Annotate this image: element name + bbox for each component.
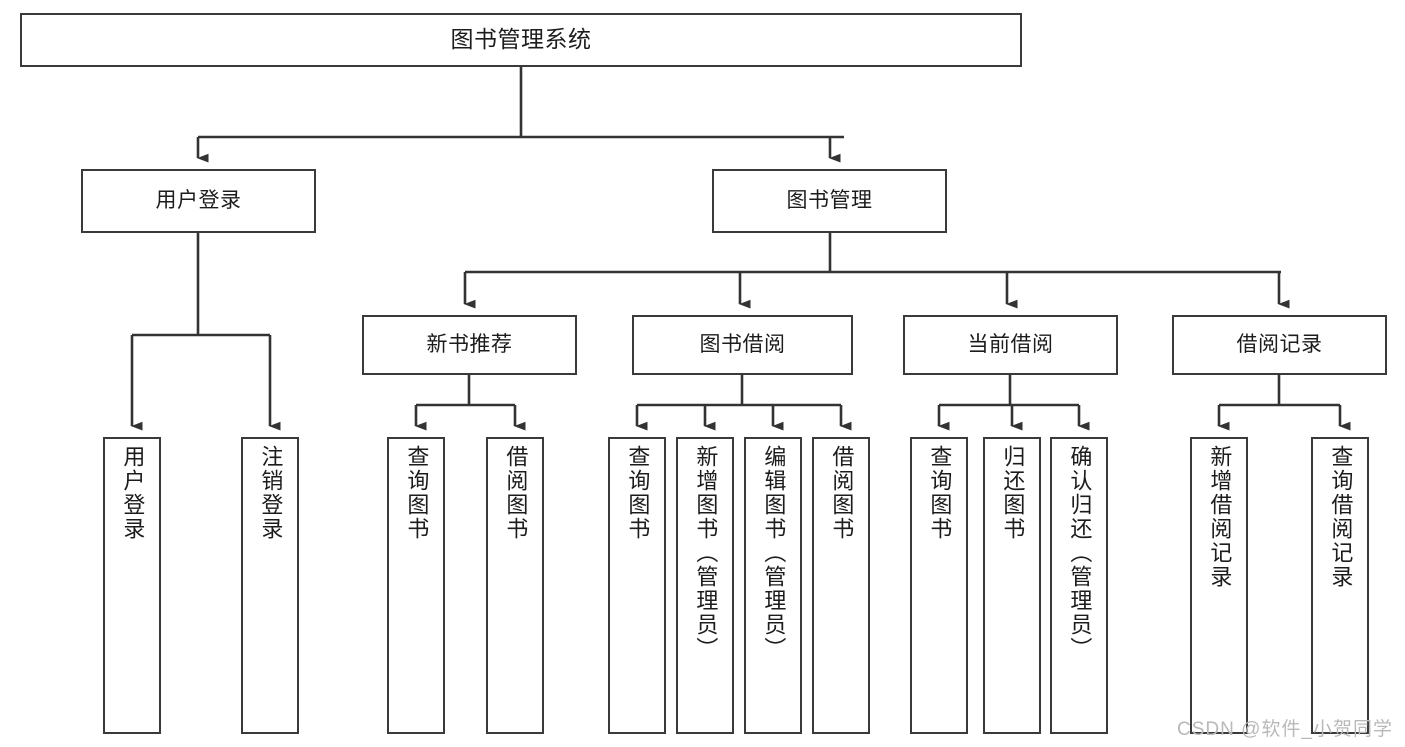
node-leaf-borrow-borrow-book[interactable]: 借阅图书	[812, 437, 870, 734]
node-root[interactable]: 图书管理系统	[20, 13, 1022, 67]
node-label: 查询借阅记录	[1328, 445, 1354, 589]
node-label: 查询图书	[927, 445, 953, 541]
node-leaf-rec-borrow-book[interactable]: 借阅图书	[486, 437, 544, 734]
node-label: 查询图书	[404, 445, 430, 541]
node-label: 注销登录	[258, 445, 284, 541]
node-label: 图书管理	[786, 188, 873, 212]
node-label: 图书管理系统	[450, 26, 592, 53]
node-label: 归还图书	[1000, 445, 1026, 541]
node-leaf-borrow-edit-book[interactable]: 编辑图书（管理员）	[744, 437, 802, 734]
node-label: 编辑图书（管理员）	[761, 445, 787, 661]
node-leaf-rec-query-book[interactable]: 查询图书	[387, 437, 445, 734]
node-leaf-borrow-add-book[interactable]: 新增图书（管理员）	[676, 437, 734, 734]
node-label: 借阅图书	[829, 445, 855, 541]
node-leaf-record-add[interactable]: 新增借阅记录	[1190, 437, 1248, 734]
node-leaf-borrow-query-book[interactable]: 查询图书	[608, 437, 666, 734]
node-book-borrow[interactable]: 图书借阅	[632, 315, 853, 375]
node-label: 用户登录	[155, 188, 242, 212]
node-leaf-record-query[interactable]: 查询借阅记录	[1311, 437, 1369, 734]
node-label: 新增图书（管理员）	[693, 445, 719, 661]
node-label: 新增借阅记录	[1207, 445, 1233, 589]
node-label: 确认归还（管理员）	[1067, 445, 1093, 661]
node-label: 新书推荐	[426, 332, 513, 356]
node-user-login[interactable]: 用户登录	[81, 169, 316, 233]
node-label: 查询图书	[625, 445, 651, 541]
node-leaf-current-query-book[interactable]: 查询图书	[910, 437, 968, 734]
node-label: 借阅记录	[1236, 332, 1323, 356]
node-label: 借阅图书	[503, 445, 529, 541]
node-borrow-record[interactable]: 借阅记录	[1172, 315, 1387, 375]
node-new-book-rec[interactable]: 新书推荐	[362, 315, 577, 375]
csdn-watermark: CSDN @软件_小贺同学	[1177, 719, 1393, 740]
node-leaf-current-confirm-return[interactable]: 确认归还（管理员）	[1050, 437, 1108, 734]
node-current-borrow[interactable]: 当前借阅	[903, 315, 1118, 375]
node-label: 当前借阅	[967, 332, 1054, 356]
node-book-manage[interactable]: 图书管理	[712, 169, 947, 233]
node-label: 图书借阅	[699, 332, 786, 356]
node-leaf-current-return-book[interactable]: 归还图书	[983, 437, 1041, 734]
node-leaf-user-logout[interactable]: 注销登录	[241, 437, 299, 734]
node-leaf-user-login[interactable]: 用户登录	[103, 437, 161, 734]
node-label: 用户登录	[120, 445, 146, 541]
